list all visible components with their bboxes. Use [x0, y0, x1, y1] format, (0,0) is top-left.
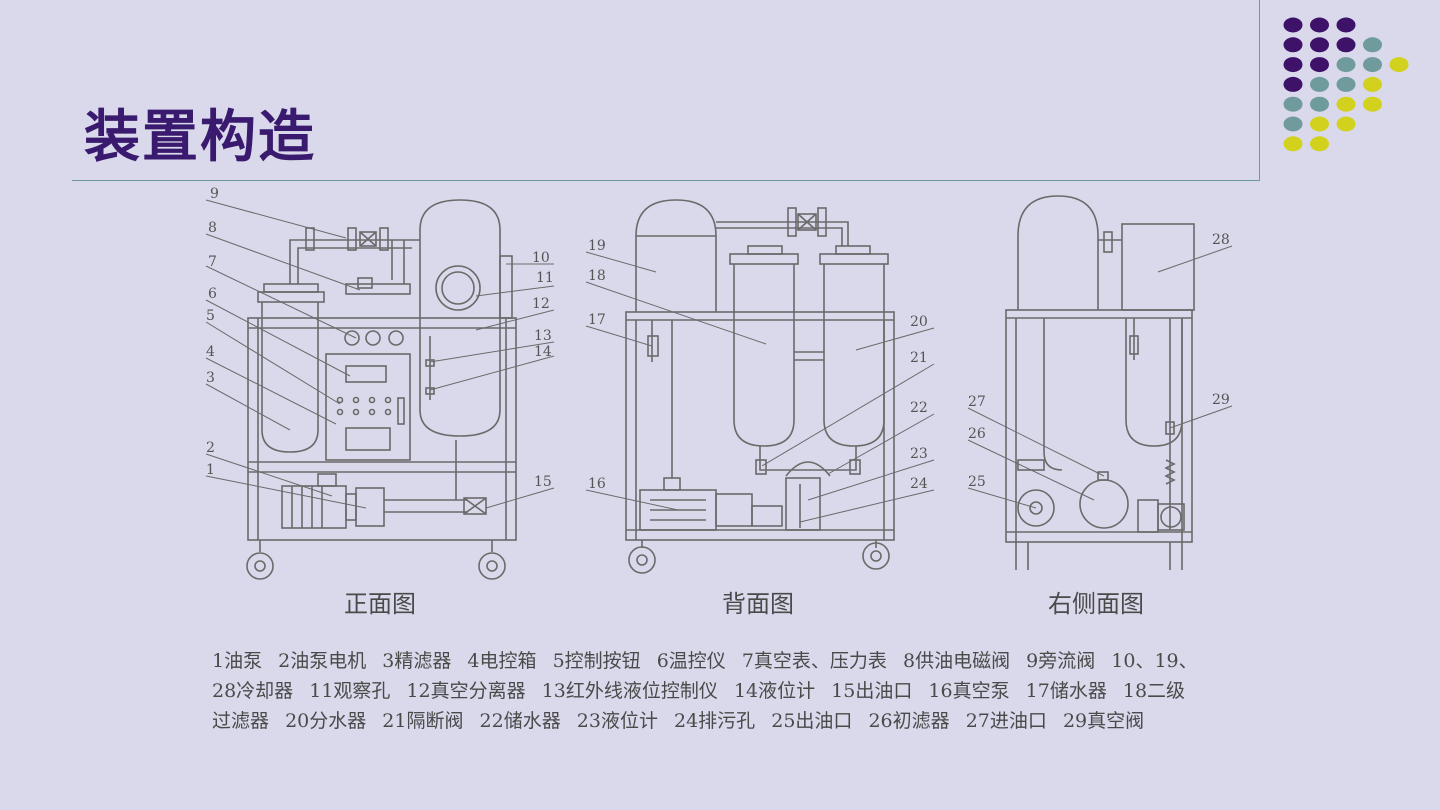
legend-item: 26初滤器	[868, 710, 950, 732]
legend-item: 2油泵电机	[278, 650, 367, 672]
decorative-dot	[1310, 37, 1329, 53]
decorative-dot	[1310, 136, 1329, 152]
decorative-dot	[1336, 96, 1356, 112]
legend-item: 1油泵	[212, 650, 263, 672]
decorative-dot	[1336, 17, 1356, 33]
decorative-dot	[1283, 96, 1303, 112]
decorative-dot	[1336, 57, 1356, 73]
legend-item: 4电控箱	[467, 650, 537, 672]
callout-29: 29	[1212, 392, 1230, 408]
callout-21: 21	[910, 350, 928, 366]
decorative-dot	[1389, 57, 1409, 73]
callout-19: 19	[588, 238, 606, 254]
legend-item: 9旁流阀	[1026, 650, 1096, 672]
legend-item: 24排污孔	[674, 710, 756, 732]
legend-item: 29真空阀	[1062, 710, 1145, 732]
callout-5: 5	[206, 308, 215, 324]
legend-item: 13红外线液位控制仪	[541, 680, 718, 702]
decorative-dot	[1363, 96, 1382, 112]
legend-item: 8供油电磁阀	[902, 650, 1011, 672]
decorative-dot	[1310, 76, 1329, 92]
decorative-dot-grid	[1283, 17, 1409, 152]
slide-title: 装置构造	[84, 105, 316, 170]
side-view-label: 右侧面图	[1048, 590, 1144, 618]
callout-13: 13	[534, 328, 552, 344]
legend-item: 10、19、28冷却器	[212, 650, 1198, 702]
component-legend: 1油泵 2油泵电机 3精滤器 4电控箱 5控制按钮 6温控仪 7真空表、压力表 …	[212, 646, 1202, 736]
callout-16: 16	[588, 476, 606, 492]
decorative-dot	[1336, 76, 1356, 92]
legend-item: 23液位计	[576, 710, 658, 732]
legend-item: 12真空分离器	[406, 680, 526, 702]
legend-item: 17储水器	[1025, 680, 1107, 702]
decorative-dot	[1363, 76, 1382, 92]
callout-8: 8	[208, 220, 217, 236]
decorative-dot	[1283, 57, 1303, 73]
callout-leaders	[205, 199, 1233, 523]
decorative-dot	[1310, 57, 1329, 73]
callout-12: 12	[532, 296, 550, 312]
back-view-label: 背面图	[722, 590, 794, 618]
callout-17: 17	[588, 312, 606, 328]
back-view-drawing	[625, 199, 895, 574]
decorative-dot	[1336, 37, 1356, 53]
front-view-drawing	[246, 199, 517, 580]
corner-divider	[1259, 0, 1260, 181]
callout-9: 9	[210, 186, 219, 202]
legend-item: 27进油口	[965, 710, 1047, 732]
legend-item: 25出油口	[771, 710, 853, 732]
legend-item: 6温控仪	[656, 650, 726, 672]
legend-item: 20分水器	[285, 710, 367, 732]
callout-1: 1	[206, 462, 215, 478]
legend-item: 21隔断阀	[382, 710, 464, 732]
callout-20: 20	[910, 314, 928, 330]
callout-3: 3	[206, 370, 215, 386]
decorative-dot	[1336, 116, 1356, 132]
callout-22: 22	[910, 400, 928, 416]
callout-4: 4	[206, 344, 215, 360]
legend-item: 22储水器	[479, 710, 561, 732]
decorative-dot	[1310, 96, 1329, 112]
callout-18: 18	[588, 268, 606, 284]
callout-6: 6	[208, 286, 217, 302]
callout-15: 15	[534, 474, 552, 490]
callout-10: 10	[532, 250, 550, 266]
legend-item: 14液位计	[733, 680, 816, 702]
decorative-dot	[1310, 116, 1329, 132]
decorative-dot	[1363, 57, 1382, 73]
callout-14: 14	[534, 344, 552, 360]
callout-28: 28	[1212, 232, 1230, 248]
side-view-drawing	[1005, 195, 1195, 570]
callout-23: 23	[910, 446, 928, 462]
decorative-dot	[1283, 136, 1303, 152]
decorative-dot	[1363, 37, 1382, 53]
decorative-dot	[1283, 116, 1303, 132]
callout-2: 2	[206, 440, 215, 456]
callout-25: 25	[968, 474, 986, 490]
decorative-dot	[1283, 37, 1303, 53]
legend-item: 3精滤器	[382, 650, 452, 672]
legend-item: 18二级过滤器	[212, 680, 1186, 732]
legend-item: 5控制按钮	[552, 650, 641, 672]
decorative-dot	[1283, 76, 1303, 92]
callout-11: 11	[536, 270, 554, 286]
decorative-dot	[1310, 17, 1329, 33]
callout-27: 27	[968, 394, 986, 410]
legend-item: 11观察孔	[309, 680, 391, 702]
legend-item: 7真空表、压力表	[741, 650, 887, 672]
callout-7: 7	[208, 254, 217, 270]
callout-24: 24	[910, 476, 928, 492]
callout-26: 26	[968, 426, 986, 442]
front-view-label: 正面图	[344, 590, 416, 618]
legend-item: 15出油口	[831, 680, 913, 702]
title-divider	[72, 180, 1260, 181]
callout-numbers: 9 8 7 6 5 4 3 2 1 10 11 12 13 14 15 19 1…	[206, 186, 1230, 492]
equipment-diagram: 9 8 7 6 5 4 3 2 1 10 11 12 13 14 15 19 1…	[205, 186, 1233, 580]
legend-item: 16真空泵	[928, 680, 1010, 702]
decorative-dot	[1283, 17, 1303, 33]
